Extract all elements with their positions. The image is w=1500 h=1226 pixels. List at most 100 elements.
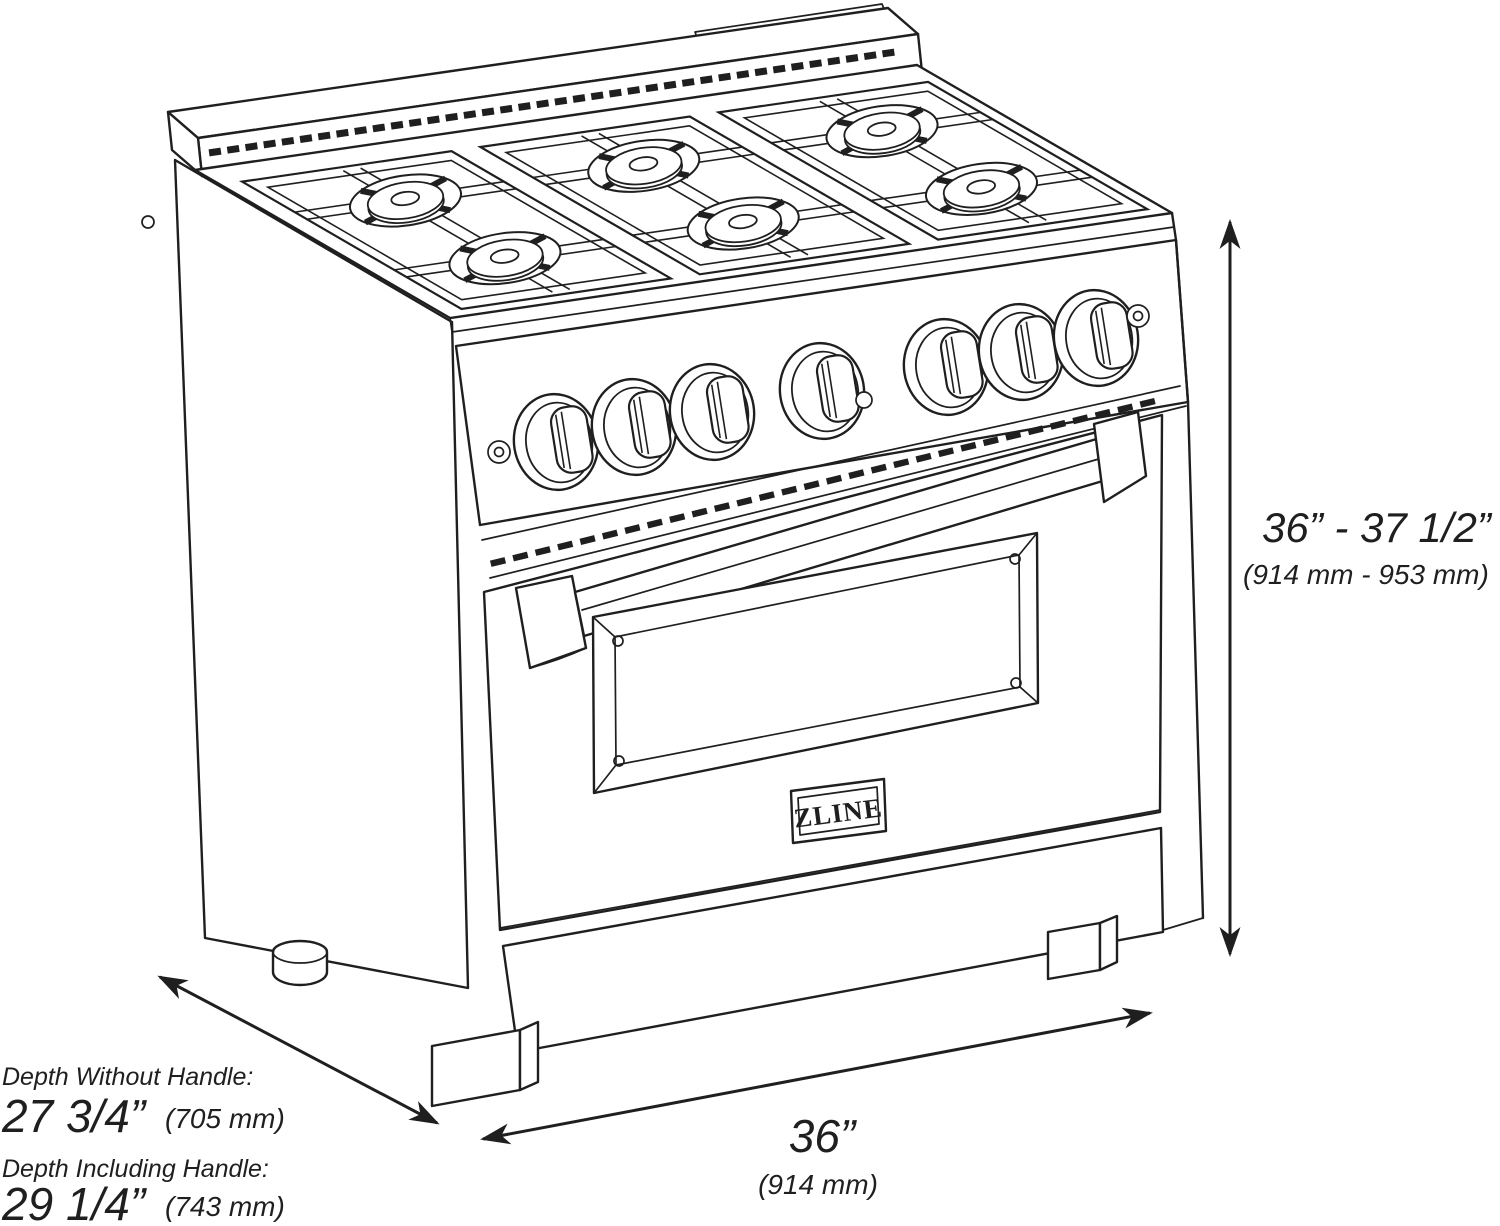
zline-badge: ZLINE: [789, 777, 888, 845]
vent-dash-icon: [713, 502, 731, 513]
height-value: 36” - 37 1/2”: [1262, 504, 1493, 551]
vent-dash-icon: [1005, 430, 1022, 441]
igniter-button-icon: [855, 391, 873, 409]
depth-without-handle-metric: (705 mm): [165, 1103, 285, 1134]
vent-slot-icon: [845, 54, 859, 63]
vent-slot-icon: [390, 120, 404, 130]
vent-slot-icon: [445, 112, 459, 122]
burner-icon: [825, 104, 939, 159]
grate-section-inner: [742, 90, 1125, 232]
depth-including-handle-metric: (743 mm): [165, 1191, 285, 1222]
vent-slot-icon: [663, 80, 677, 90]
burner-cap-icon: [390, 190, 420, 207]
width-dimension: 36” (914 mm): [480, 1007, 1153, 1200]
vent-dash-icon: [982, 436, 999, 447]
vent-slot-icon: [627, 86, 641, 95]
depth-arrow: [157, 975, 440, 1125]
oven-vent-strip: [481, 385, 1187, 579]
vent-dash-icon: [489, 557, 507, 567]
backguard-rail: [166, 6, 924, 178]
grate-section-inner: [503, 125, 886, 266]
knob-grip: [705, 375, 750, 444]
vent-slot-icon: [263, 139, 277, 149]
vent-slot-icon: [499, 104, 513, 114]
vent-dash-icon: [624, 524, 641, 534]
burner-icon: [686, 196, 800, 251]
handle-bracket-right: [1092, 410, 1148, 504]
vent-dash-icon: [669, 513, 686, 523]
burner-cap-icon: [489, 248, 520, 264]
vent-slot-icon: [226, 144, 240, 154]
vent-slot-icon: [244, 142, 258, 151]
burners: [348, 104, 1039, 286]
vent-slot-icon: [736, 70, 750, 79]
vent-dash-icon: [534, 546, 551, 556]
vent-slot-icon: [809, 59, 823, 69]
vent-dash-icon: [601, 529, 619, 540]
oven-door-handle: [514, 410, 1148, 670]
vent-slot-icon: [208, 147, 222, 157]
burner-cap-icon: [966, 179, 996, 195]
vent-slot-icon: [881, 48, 895, 58]
vent-dash-icon: [1027, 425, 1044, 436]
burner-cap-icon: [628, 156, 659, 172]
grate-section: [238, 150, 675, 311]
range-drawing: ZLINE: [141, 3, 1205, 1108]
vent-slot-icon: [354, 126, 368, 135]
vent-slot-icon: [699, 75, 713, 85]
vent-slot-icon: [681, 78, 695, 87]
vent-slot-icon: [463, 110, 477, 119]
depth-without-handle-value: 27 3/4”: [1, 1090, 148, 1142]
control-knob-icon: [590, 377, 678, 477]
vent-dash-icon: [1117, 403, 1134, 414]
control-knob-icon: [512, 392, 600, 492]
control-knob-icon: [977, 302, 1065, 402]
panel-screw-right-icon: [1126, 304, 1150, 328]
control-knob-icon: [1052, 288, 1140, 388]
vent-dash-icon: [781, 485, 798, 496]
oven-vent-dashes: [489, 397, 1156, 567]
width-metric: (914 mm): [758, 1169, 878, 1200]
vent-slot-icon: [572, 94, 586, 103]
vent-slot-icon: [517, 102, 531, 111]
vent-slot-icon: [645, 83, 659, 93]
vent-slot-icon: [772, 64, 786, 74]
burner-icon: [587, 138, 701, 193]
vent-slot-icon: [754, 67, 768, 77]
grate-section: [477, 115, 913, 276]
width-arrow: [480, 1007, 1153, 1145]
vent-dash-icon: [1139, 397, 1156, 408]
knob-grip: [815, 354, 860, 423]
vent-slot-icon: [827, 56, 841, 66]
foot-rear-left: [271, 939, 329, 987]
vent-slot-icon: [718, 72, 732, 82]
control-knob-icon: [778, 341, 866, 441]
vent-slot-icon: [426, 115, 440, 125]
panel-screw-left-icon: [487, 440, 511, 464]
burner-grates: [238, 80, 1151, 311]
height-dimension: 36” - 37 1/2” (914 mm - 953 mm): [1219, 219, 1493, 957]
foot-front-left: [430, 1020, 540, 1108]
knob-grip: [627, 390, 672, 459]
width-value: 36”: [789, 1110, 858, 1162]
height-metric: (914 mm - 953 mm): [1243, 559, 1489, 590]
side-screw-icon: [141, 215, 155, 229]
grate-section-inner: [265, 159, 648, 301]
cooktop: [193, 63, 1175, 333]
vent-dash-icon: [736, 496, 753, 507]
vent-dash-icon: [893, 458, 910, 469]
burner-icon: [448, 231, 562, 286]
oven-window: [591, 531, 1040, 795]
vent-slot-icon: [481, 107, 495, 117]
knob-grip: [549, 405, 594, 474]
knob-grip: [1089, 301, 1134, 370]
burner-cap-icon: [728, 213, 758, 230]
vent-slot-icon: [281, 136, 295, 146]
vent-slot-icon: [790, 62, 804, 71]
vent-dash-icon: [803, 480, 820, 491]
burner-icon: [348, 173, 463, 228]
vent-dash-icon: [557, 540, 574, 551]
control-knobs: [512, 288, 1140, 492]
vent-slot-icon: [554, 96, 568, 106]
